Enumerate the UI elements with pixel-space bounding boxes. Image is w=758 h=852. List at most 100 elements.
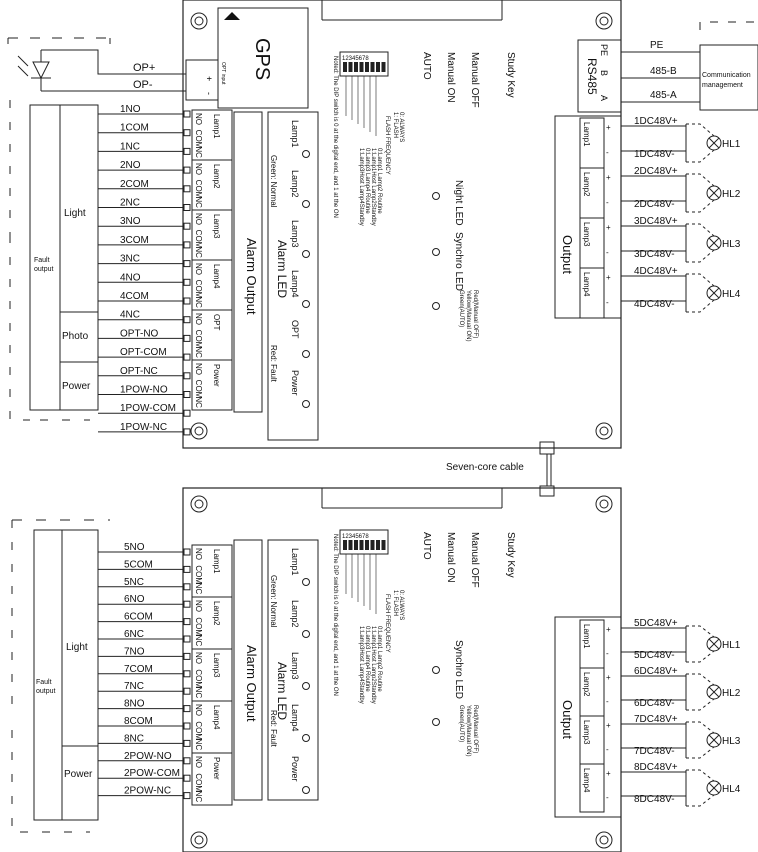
lower-hl-label: HL3 [722,736,741,747]
dip-switch-lever-icon [370,540,375,550]
dip-switch-lever-icon [381,540,386,550]
dip-numbers: 12345678 [342,534,369,540]
upper-output-wire-label: 3DC48V+ [634,216,678,227]
dip-switch-lever-icon [343,540,347,550]
upper-group-label: OPT [212,314,221,331]
seven-core-cable: Seven-core cable [446,441,555,497]
upper-hl-label: HL2 [722,189,741,200]
upper-wire-label: OPT-NO [120,328,159,339]
terminal-com-label: COM [194,230,203,249]
mounting-hole-icon [190,422,208,440]
mounting-hole-icon [595,831,613,849]
dip-note: 0: ALWAYS [398,590,404,620]
dip-note: 0: ALWAYS [398,112,404,142]
fault-output-relay-box [29,104,99,411]
mounting-hole-icon [190,495,208,513]
dip-note: 1:Lamp1Host Lamp2Standby [370,148,376,226]
lower-output-lamp-label: Lamp2 [582,672,591,697]
screw-terminal-icon [183,391,191,398]
upper-wire-label: OPT-NC [120,366,158,377]
dip-note: 1:Lamp3Host Lamp4Standby [358,626,364,704]
terminal-no-label: NO [194,600,203,612]
synchro-led-label: Synchro LED [453,232,464,291]
led-indicator-icon [302,682,310,690]
lower-light-label: Light [66,642,88,653]
terminal-com-label: COM [194,721,203,740]
green-normal-label: Green: Normal [269,155,278,208]
screw-terminal-icon [183,147,191,155]
terminal-nc-label: NC [194,635,203,647]
upper-wire-label: OPT-COM [120,347,167,358]
alarm-led-frame [267,111,319,441]
upper-led-label: Lamp1 [290,120,300,148]
screw-terminal-icon [183,372,191,380]
screw-terminal-icon [183,739,191,747]
lower-output-wire-label: 8DC48V- [634,794,675,805]
screw-terminal-icon [183,110,191,118]
upper-led-label: Lamp4 [290,270,300,298]
lower-green-normal: Green: Normal [269,575,278,628]
terminal-no-label: NO [194,263,203,275]
screw-terminal-icon [183,548,191,556]
screw-terminal-icon [183,185,191,193]
lower-led-label: Lamp3 [290,652,300,680]
upper-output-wire-label: 3DC48V- [634,249,675,260]
lower-output-wire-label: 5DC48V- [634,650,675,661]
upper-output-wire-label: 2DC48V- [634,199,675,210]
screw-terminal-icon [183,635,191,643]
upper-wire-label: 4NO [120,272,141,283]
op-plus-label: OP+ [133,62,155,74]
screw-terminal-icon [183,428,191,436]
upper-wire-label: 3NC [120,254,140,265]
light-label: Light [64,208,86,219]
dip-switch-lever-icon [365,540,369,550]
lower-synchro-led: Synchro LED [453,640,464,699]
upper-output-lamp-label: Lamp2 [582,172,591,197]
dip-switch-lever-icon [359,62,364,72]
led-indicator-icon [302,786,310,794]
upper-output-wire-label: 2DC48V+ [634,166,678,177]
study-key-label-1: Study Key [505,52,516,98]
upper-wire-label: 4NC [120,310,140,321]
terminal-plus: + [606,625,611,634]
mounting-hole-icon [595,12,613,30]
upper-group-label: Lamp4 [212,264,221,289]
lower-wire-label: 2POW-NC [124,786,171,797]
upper-output-lamp-label: Lamp3 [582,222,591,247]
comm-label-2: management [702,82,743,89]
led-indicator-icon [302,400,310,408]
lower-wire-label: 7COM [124,664,153,675]
lower-status-color-3: Green(AUTO) [458,705,464,742]
upper-wire-label: 2NO [120,160,141,171]
terminal-plus: + [606,769,611,778]
dip-note: 0:Lamp1 Lamp2 Routine [376,148,382,214]
led-indicator-icon [302,250,310,258]
mounting-hole-icon [190,831,208,849]
upper-board: GPS OPT input + - OP+ OP- Faul [7,0,758,449]
gps-arrow-icon [224,12,240,20]
photo-label: Photo [62,331,89,342]
auto-label: AUTO [421,52,432,80]
screw-terminal-icon [183,278,191,286]
lower-led-label: Power [290,756,300,782]
terminal-minus: - [606,148,609,157]
screw-terminal-icon [183,204,191,211]
screw-terminal-icon [183,334,191,342]
terminal-no-label: NO [194,163,203,175]
lower-auto: AUTO [421,532,432,560]
comm-label-1: Communication [702,72,751,79]
terminal-no-label: NO [194,113,203,125]
lower-fault-relay-box [33,529,99,821]
a-terminal-label: A [599,95,609,101]
terminal-plus: + [606,223,611,232]
dip-switch-lever-icon [354,540,358,550]
terminal-com-label: COM [194,565,203,584]
dip-note: FLASH FREQUENCY [384,116,390,175]
upper-led-label: Lamp2 [290,170,300,198]
lower-wire-label: 8NO [124,699,145,710]
dip-note: 1:Lamp1Host Lamp2Standby [370,626,376,704]
photocell-icon [17,50,51,91]
screw-terminal-icon [183,353,191,361]
upper-group-label: Power [212,364,221,387]
